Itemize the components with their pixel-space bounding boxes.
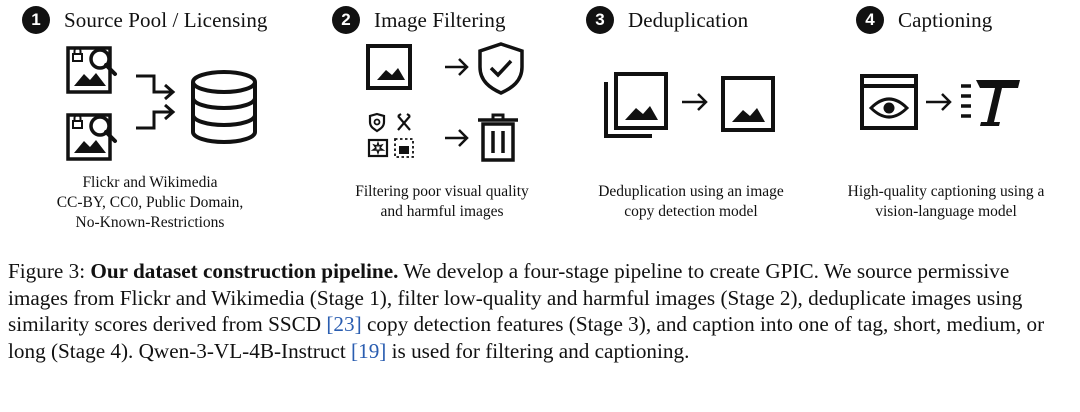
stage-1-header: 1 Source Pool / Licensing	[22, 6, 268, 34]
licensed-image-icon	[66, 113, 117, 161]
database-icon	[191, 70, 257, 144]
stage-4-header: 4 Captioning	[856, 6, 992, 34]
stage-3-header: 3 Deduplication	[586, 6, 748, 34]
trash-icon	[478, 113, 518, 162]
merge-arrow-icon	[136, 74, 176, 130]
caption-text: is used for filtering and captioning.	[386, 338, 690, 363]
stage-2-description: Filtering poor visual quality and harmfu…	[355, 183, 529, 220]
citation-link[interactable]: [19]	[351, 338, 387, 363]
arrow-right-icon	[445, 58, 469, 76]
stage-4-title: Captioning	[898, 7, 993, 32]
harmful-content-icon	[367, 112, 414, 158]
stage-3-number: 3	[586, 6, 614, 34]
stacked-images-icon	[604, 72, 668, 138]
stage-2-header: 2 Image Filtering	[332, 6, 506, 34]
stage-2: 2 Image Filtering	[332, 0, 552, 240]
figure-label: Figure 3:	[8, 259, 86, 283]
stage-1: 1 Source Pool / Licensing	[22, 0, 282, 240]
stage-4-description: High-quality captioning using a vision-l…	[847, 183, 1045, 220]
citation-link[interactable]: [23]	[326, 312, 362, 336]
stage-4: 4 Captioning	[856, 0, 1056, 240]
stage-2-title: Image Filtering	[374, 7, 506, 32]
stage-3-illustration	[604, 72, 775, 138]
figure-title: Our dataset construction pipeline.	[90, 259, 399, 283]
stage-3: 3 Deduplication	[586, 0, 806, 240]
text-caption-icon	[961, 80, 1020, 126]
stage-1-illustration	[66, 46, 257, 161]
stage-4-illustration	[860, 74, 1020, 130]
arrow-right-icon	[445, 129, 469, 147]
stage-3-title: Deduplication	[628, 7, 749, 32]
image-icon	[366, 44, 412, 90]
stage-1-title: Source Pool / Licensing	[64, 7, 268, 32]
caption-text: copy detection features (Stage 3), and c…	[8, 312, 1045, 363]
stage-2-number: 2	[332, 6, 360, 34]
arrow-right-icon	[682, 93, 708, 111]
arrow-right-icon	[926, 93, 952, 111]
stage-3-description: Deduplication using an image copy detect…	[598, 183, 784, 220]
image-icon	[721, 76, 775, 132]
licensed-image-icon	[66, 46, 117, 94]
stage-1-description: Flickr and Wikimedia CC-BY, CC0, Public …	[56, 174, 244, 231]
stage-1-number: 1	[22, 6, 50, 34]
stage-2-illustration	[366, 42, 524, 162]
vision-eye-icon	[860, 74, 918, 130]
figure-caption: Figure 3: Our dataset construction pipel…	[8, 258, 1072, 364]
shield-check-icon	[478, 42, 524, 95]
stage-4-number: 4	[856, 6, 884, 34]
caption-text: We develop a four-stage pipeline to crea…	[8, 259, 1023, 336]
